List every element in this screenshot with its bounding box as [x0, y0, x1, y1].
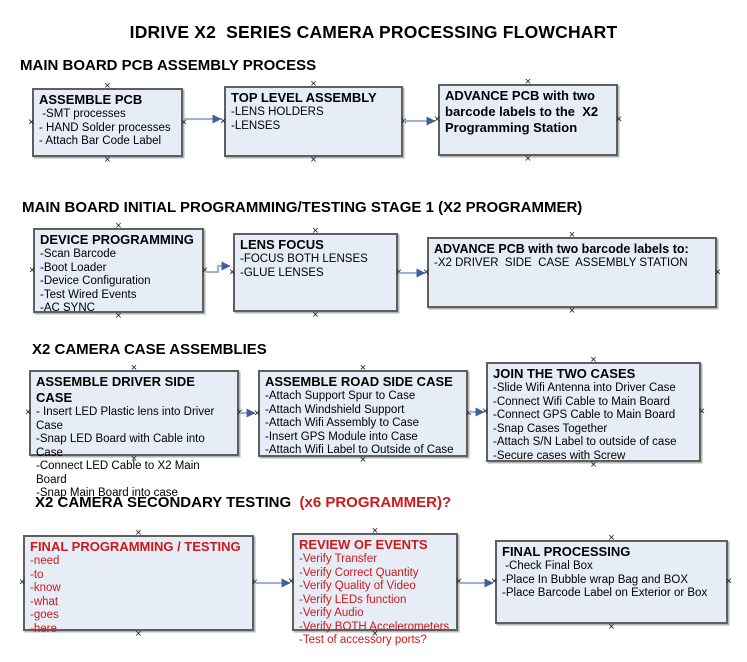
box-item: -Insert GPS Module into Case — [265, 430, 418, 443]
section-heading-case-assemblies: X2 CAMERA CASE ASSEMBLIES — [32, 341, 267, 358]
box-item: -Verify Correct Quantity — [299, 566, 419, 579]
box-item: -what — [30, 595, 59, 608]
box-item: -X2 DRIVER SIDE CASE ASSEMBLY STATION — [434, 257, 688, 269]
box-item: -Attach Windshield Support — [265, 403, 405, 416]
box-item: -LENS HOLDERS — [231, 106, 324, 118]
box-item: - Insert LED Plastic lens into Driver Ca… — [36, 406, 218, 432]
box-item: -Check Final Box — [502, 560, 593, 572]
section-heading-secondary-testing: X2 CAMERA SECONDARY TESTING (x6 PROGRAMM… — [35, 494, 451, 511]
box-item: -Slide Wifi Antenna into Driver Case — [493, 382, 676, 394]
flow-box-lens-focus: LENS FOCUS -FOCUS BOTH LENSES -GLUE LENS… — [233, 233, 398, 312]
flow-box-top-level-assembly: TOP LEVEL ASSEMBLY -LENS HOLDERS -LENSES — [224, 86, 403, 157]
box-item: -goes — [30, 609, 59, 621]
box-item: -Secure cases with Screw — [493, 449, 626, 462]
heading-black-part: X2 CAMERA SECONDARY TESTING — [35, 494, 300, 511]
box-title: ASSEMBLE ROAD SIDE CASE — [265, 374, 453, 389]
box-title: LENS FOCUS — [240, 237, 324, 252]
flow-box-assemble-road-side-case: ASSEMBLE ROAD SIDE CASE -Attach Support … — [258, 370, 468, 457]
box-item: -Attach Support Spur to Case — [265, 390, 416, 402]
box-item: -here — [30, 622, 57, 635]
box-item: -need — [30, 555, 60, 567]
box-item: -Connect Wifi Cable to Main Board — [493, 395, 671, 408]
box-item: -Verify BOTH Accelerometers — [299, 620, 450, 633]
box-title: FINAL PROCESSING — [502, 544, 631, 559]
box-item: -Connect LED Cable to X2 Main Board — [36, 460, 203, 486]
box-title: DEVICE PROGRAMMING — [40, 232, 194, 247]
box-item: -Attach Wifi Label to Outside of Case — [265, 444, 454, 456]
flow-box-assemble-pcb: ASSEMBLE PCB -SMT processes - HAND Solde… — [32, 88, 183, 157]
flow-box-final-programming-testing: FINAL PROGRAMMING / TESTING -need -to -k… — [23, 535, 254, 635]
flow-box-advance-pcb-driver-side-station: ADVANCE PCB with two barcode labels to: … — [427, 237, 717, 308]
flow-box-assemble-driver-side-case: ASSEMBLE DRIVER SIDE CASE - Insert LED P… — [29, 370, 239, 499]
box-item: -Attach Wifi Assembly to Case — [265, 417, 420, 429]
page-title: IDRIVE X2 SERIES CAMERA PROCESSING FLOWC… — [129, 22, 618, 42]
box-item: - Attach Bar Code Label — [39, 135, 162, 147]
box-title: ADVANCE PCB with two barcode labels to: — [434, 242, 689, 256]
box-item: -Boot Loader — [40, 261, 107, 274]
box-item: -Scan Barcode — [40, 248, 117, 260]
box-item: -Snap LED Board with Cable into Case — [36, 433, 208, 459]
arrow-device-programming-to-lens-focus — [206, 261, 231, 273]
box-item: -Test Wired Events — [40, 288, 137, 301]
heading-red-part: (x6 PROGRAMMER)? — [299, 494, 452, 511]
box-item: -Verify Transfer — [299, 553, 377, 565]
box-item: -AC SYNC — [40, 302, 95, 314]
box-item: -Test of accessory ports? — [299, 634, 427, 646]
box-item: -Verify Quality of Video — [299, 580, 416, 592]
flow-box-final-processing: FINAL PROCESSING -Check Final Box -Place… — [495, 540, 728, 624]
box-item: -GLUE LENSES — [240, 266, 324, 279]
section-heading-pcb-assembly: MAIN BOARD PCB ASSEMBLY PROCESS — [20, 57, 317, 74]
box-item: - HAND Solder processes — [39, 121, 171, 134]
box-title: REVIEW OF EVENTS — [299, 537, 428, 552]
box-title: ASSEMBLE DRIVER SIDE CASE — [36, 374, 199, 405]
box-item: -Verify Audio — [299, 607, 364, 619]
box-item: -Connect GPS Cable to Main Board — [493, 409, 676, 421]
box-title: TOP LEVEL ASSEMBLY — [231, 90, 377, 105]
box-item: -Snap Main Board into case — [36, 487, 178, 499]
box-item: -know — [30, 582, 61, 594]
box-item: -SMT processes — [39, 108, 126, 120]
box-item: -Snap Cases Together — [493, 422, 608, 435]
box-title: JOIN THE TWO CASES — [493, 366, 636, 381]
flow-box-device-programming: DEVICE PROGRAMMING -Scan Barcode -Boot L… — [33, 228, 204, 314]
box-item: -Verify LEDs function — [299, 593, 407, 606]
flow-box-review-of-events: REVIEW OF EVENTS -Verify Transfer -Verif… — [292, 533, 458, 646]
box-item: -Device Configuration — [40, 275, 151, 287]
box-title: ADVANCE PCB with two barcode labels to t… — [445, 88, 602, 135]
box-item: -to — [30, 568, 44, 581]
box-title: FINAL PROGRAMMING / TESTING — [30, 539, 241, 554]
box-item: -Place In Bubble wrap Bag and BOX — [502, 573, 689, 586]
box-item: -Attach S/N Label to outside of case — [493, 436, 677, 448]
flow-box-join-the-two-cases: JOIN THE TWO CASES -Slide Wifi Antenna i… — [486, 362, 701, 462]
section-heading-initial-programming: MAIN BOARD INITIAL PROGRAMMING/TESTING S… — [22, 199, 583, 216]
box-item: -FOCUS BOTH LENSES — [240, 253, 368, 265]
box-title: ASSEMBLE PCB — [39, 92, 143, 107]
flow-box-advance-pcb-programming-station: ADVANCE PCB with two barcode labels to t… — [438, 84, 618, 156]
box-item: -Place Barcode Label on Exterior or Box — [502, 587, 708, 599]
box-item: -LENSES — [231, 119, 281, 132]
